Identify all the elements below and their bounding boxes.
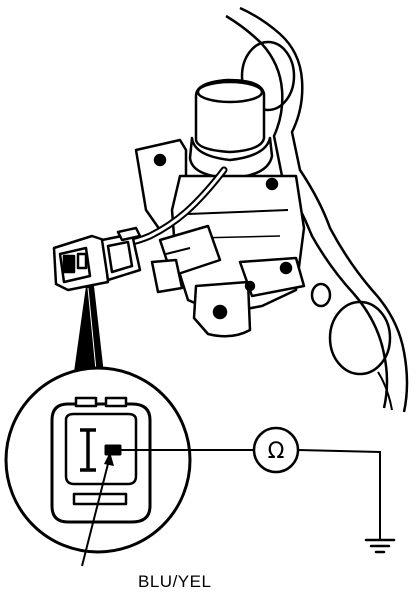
callout-pointer bbox=[74, 286, 104, 374]
wire-label-leader bbox=[81, 452, 114, 567]
ground-icon bbox=[364, 538, 396, 554]
ohm-symbol: Ω bbox=[268, 439, 285, 464]
ohmmeter-icon bbox=[252, 426, 300, 474]
two-pin-connector-icon bbox=[52, 226, 142, 292]
engine-gasket-outline bbox=[225, 6, 409, 413]
solenoid-valve-icon bbox=[134, 78, 306, 338]
connector-face-icon bbox=[50, 396, 152, 524]
wire-color-label: BLU/YEL bbox=[138, 572, 212, 591]
test-lead-ground bbox=[297, 449, 381, 540]
